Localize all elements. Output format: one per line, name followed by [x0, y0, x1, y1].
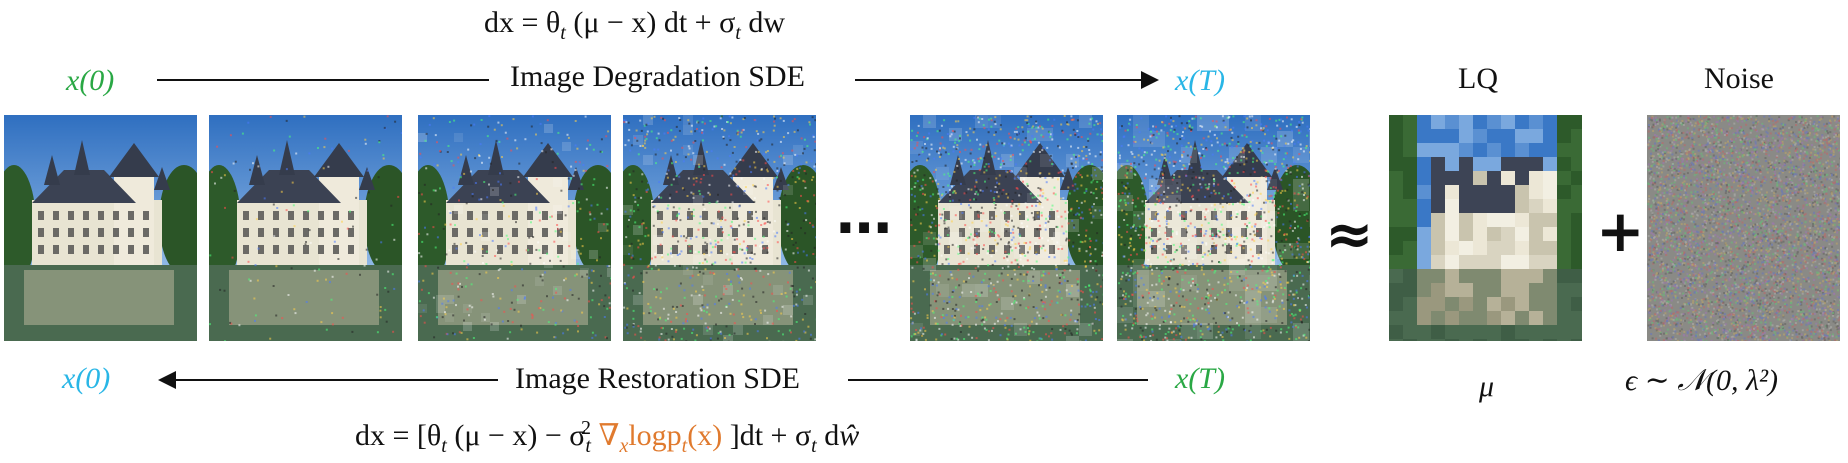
reverse-start-label: x(T)	[1175, 362, 1225, 395]
reverse-end-label: x(0)	[62, 362, 111, 395]
lq-image	[1389, 115, 1582, 341]
noise-caption: ϵ ∼ 𝒩(0, λ²)	[1625, 364, 1778, 397]
forward-arrow	[855, 71, 1159, 89]
ellipsis: ⋯	[836, 196, 892, 261]
forward-end-label: x(T)	[1175, 64, 1225, 97]
forward-process-label: Image Degradation SDE	[510, 60, 805, 93]
forward-arrow-left-segment	[157, 79, 489, 81]
reverse-arrow-right-segment	[848, 379, 1148, 381]
frame-step-n-1	[910, 115, 1103, 341]
lq-title: LQ	[1458, 62, 1498, 95]
score-function: ∇xlogpt(x)	[590, 419, 723, 457]
forward-sde-equation: dx = θt (μ − x) dt + σt dw	[484, 6, 786, 44]
reverse-process-label: Image Restoration SDE	[515, 362, 800, 395]
frame-step-1	[209, 115, 402, 341]
lq-caption: μ	[1479, 370, 1495, 403]
frame-step-2	[418, 115, 611, 341]
noise-image	[1647, 115, 1840, 341]
plus-symbol: +	[1596, 197, 1645, 265]
reverse-sde-equation: dx = [θt (μ − x) − σt2 ∇xlogpt(x) ]dt + …	[355, 417, 860, 457]
forward-start-label: x(0)	[66, 64, 115, 97]
frame-xT	[1117, 115, 1310, 341]
noise-title: Noise	[1704, 62, 1774, 95]
approx-symbol: ≈	[1325, 200, 1374, 268]
frame-step-3	[623, 115, 816, 341]
reverse-arrow	[158, 371, 498, 389]
frame-x0	[4, 115, 197, 341]
